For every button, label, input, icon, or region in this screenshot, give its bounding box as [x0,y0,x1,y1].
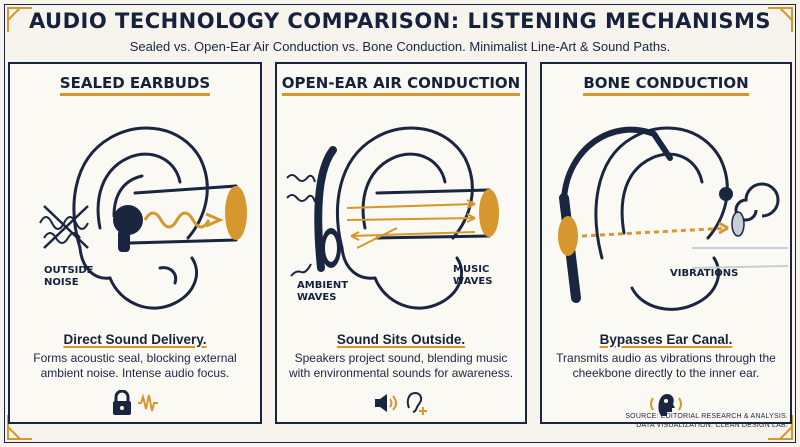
panel-icons [542,390,790,418]
panel-bone-conduction: BONE CONDUCTION VIBRATIONS Bypasses Ear … [540,62,792,424]
page-subtitle: Sealed vs. Open-Ear Air Conduction vs. B… [129,39,671,54]
panel-icons [10,390,260,418]
sealed-earbud-ear-illustration [39,126,247,310]
panel-title: SEALED EARBUDS [10,74,260,96]
sound-wave-icon [138,393,159,412]
head-vibration-icon [650,394,682,416]
corner-ornament-top-right [768,7,793,32]
source-note: SOURCE: EDITORIAL RESEARCH & ANALYSIS.DA… [625,413,788,429]
vibrations-label: VIBRATIONS [670,268,739,279]
page-title: AUDIO TECHNOLOGY COMPARISON: LISTENING M… [28,9,772,33]
panel-title: OPEN-EAR AIR CONDUCTION [277,74,525,96]
panel-heading: Direct Sound Delivery. [63,332,207,347]
open-ear-ear-illustration [286,126,499,310]
corner-ornament-bottom-right [768,415,793,440]
panel-icons [277,390,525,418]
ear-plus-icon [407,391,428,415]
panel-description: Forms acoustic seal, blocking external a… [33,351,237,380]
corner-ornament-top-left [7,7,32,32]
panel-title: BONE CONDUCTION [542,74,790,96]
lock-icon [112,390,131,415]
bone-conduction-ear-illustration [558,126,789,311]
outer-frame [4,4,796,443]
speaker-icon [374,394,397,412]
panel-heading: Sound Sits Outside. [336,332,466,347]
panel-heading: Bypasses Ear Canal. [599,332,733,347]
panel-description: Transmits audio as vibrations through th… [556,351,776,380]
panel-description: Speakers project sound, blending music w… [288,351,514,380]
